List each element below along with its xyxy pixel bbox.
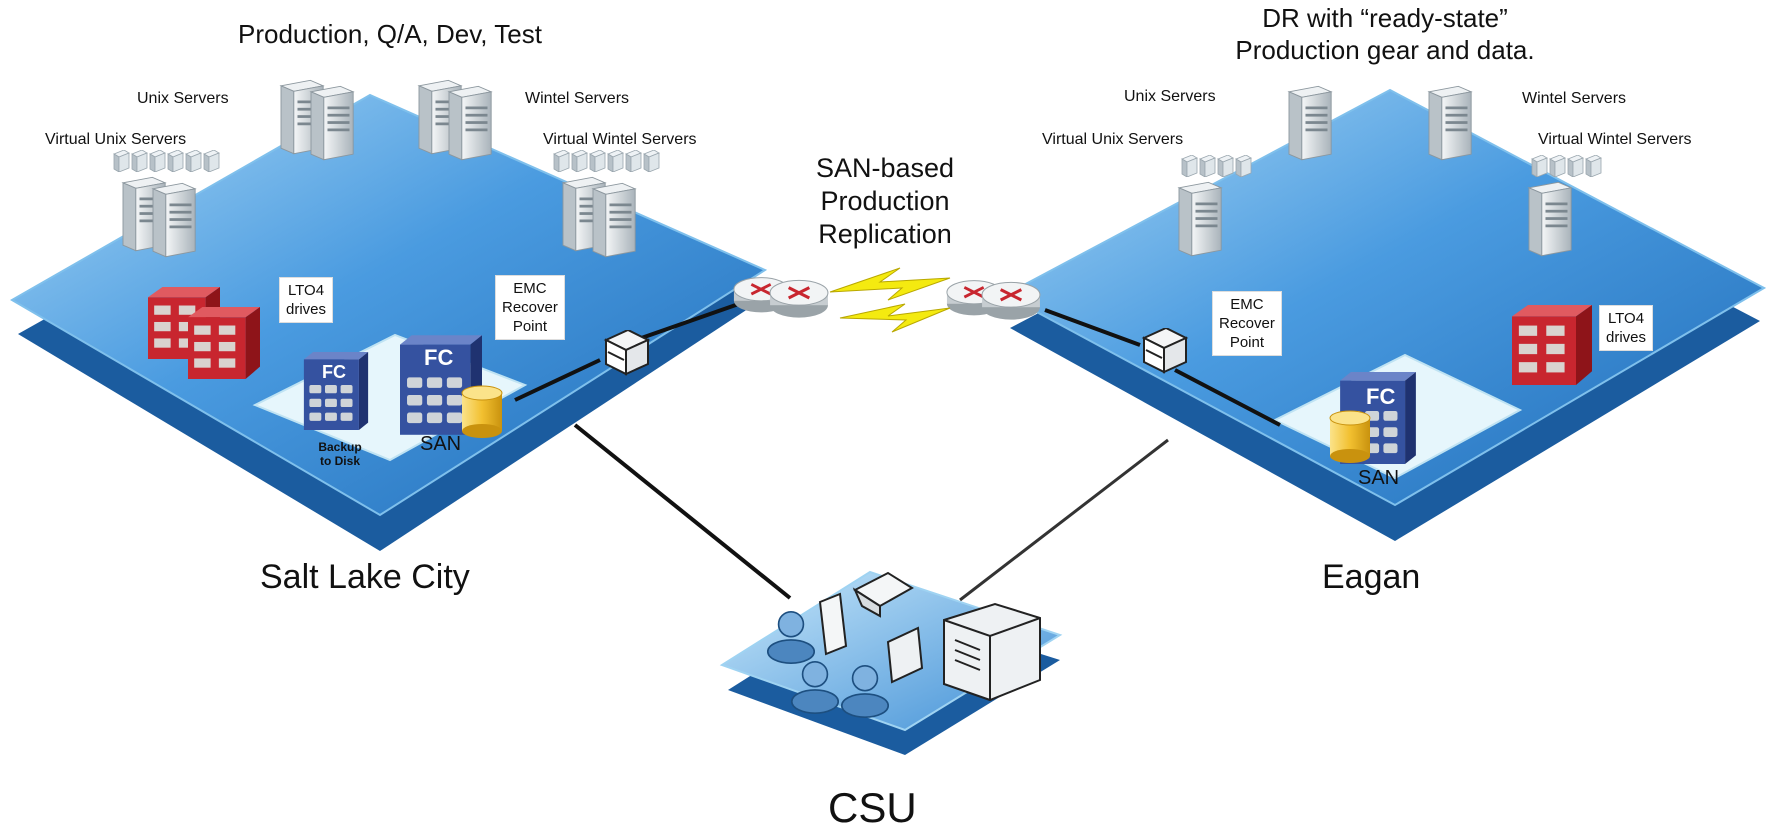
- switch-icon: [1143, 328, 1187, 373]
- left-fc-small-label: FC: [322, 362, 346, 382]
- right-fc-label: FC: [1366, 384, 1396, 409]
- left-emc-recoverpoint-label: EMC Recover Point: [495, 275, 565, 340]
- tape-drive-icon: [1512, 305, 1592, 385]
- lightning-icon: [829, 267, 951, 333]
- salt-lake-city-label: Salt Lake City: [260, 558, 470, 596]
- replication-label: SAN-based Production Replication: [795, 152, 975, 251]
- right-wintel-servers-label: Wintel Servers: [1522, 90, 1627, 107]
- left-lto-drives-label: LTO4 drives: [279, 277, 334, 323]
- replication-line3: Replication: [818, 219, 952, 249]
- server-icon: [592, 182, 636, 258]
- left-emc-line2: Recover: [502, 299, 558, 316]
- workstation-icon: [886, 602, 1041, 702]
- right-lto-line1: LTO4: [1607, 310, 1645, 327]
- left-virtual-wintel-label: Virtual Wintel Servers: [543, 131, 697, 148]
- left-emc-line1: EMC: [513, 280, 547, 297]
- left-unix-servers-label: Unix Servers: [137, 90, 229, 107]
- right-san-label: SAN: [1358, 467, 1400, 489]
- backup-line2: to Disk: [319, 454, 360, 468]
- right-emc-line1: EMC: [1230, 296, 1264, 313]
- right-virtual-wintel-label: Virtual Wintel Servers: [1538, 131, 1692, 148]
- right-site-header-line2: Production gear and data.: [1235, 35, 1535, 65]
- laptop-icon: [852, 571, 914, 618]
- left-virtual-unix-label: Virtual Unix Servers: [45, 131, 187, 148]
- eagan-label: Eagan: [1322, 558, 1421, 596]
- disk-cylinder-icon: [461, 385, 503, 438]
- server-icon: [1428, 85, 1472, 161]
- right-lto-line2: drives: [1606, 329, 1647, 346]
- server-icon: [448, 85, 492, 161]
- server-icon: [1178, 181, 1222, 257]
- tape-drive-icon: [188, 307, 260, 379]
- replication-line2: Production: [820, 186, 950, 216]
- right-emc-line3: Point: [1229, 334, 1265, 351]
- switch-icon: [605, 330, 649, 375]
- disk-cylinder-icon: [1329, 410, 1371, 463]
- link-lines: [573, 423, 1169, 602]
- router-icon: [980, 280, 1042, 322]
- server-icon: [310, 85, 354, 161]
- left-site-header: Production, Q/A, Dev, Test: [238, 19, 542, 49]
- right-unix-servers-label: Unix Servers: [1124, 88, 1216, 105]
- pda-icon: [818, 592, 848, 656]
- backup-line1: Backup: [318, 440, 362, 454]
- left-lto-line1: LTO4: [287, 282, 325, 299]
- server-icon: [1528, 181, 1572, 257]
- csu-label: CSU: [828, 784, 917, 831]
- left-san-label: SAN: [420, 433, 462, 455]
- router-icon: [768, 278, 830, 320]
- right-emc-line2: Recover: [1219, 315, 1275, 332]
- right-site-header-line1: DR with “ready-state”: [1262, 3, 1508, 33]
- left-lto-line2: drives: [286, 301, 327, 318]
- server-icon: [152, 182, 196, 258]
- left-emc-line3: Point: [512, 318, 548, 335]
- right-emc-recoverpoint-label: EMC Recover Point: [1212, 291, 1282, 356]
- left-fc-label: FC: [424, 345, 454, 370]
- right-lto-drives-label: LTO4 drives: [1599, 305, 1654, 351]
- right-virtual-unix-label: Virtual Unix Servers: [1042, 131, 1184, 148]
- left-wintel-servers-label: Wintel Servers: [525, 90, 630, 107]
- backup-to-disk-label: Backup to Disk: [312, 440, 368, 468]
- server-icon: [1288, 85, 1332, 161]
- right-site-header: DR with “ready-state” Production gear an…: [1160, 2, 1610, 66]
- replication-line1: SAN-based: [815, 153, 955, 183]
